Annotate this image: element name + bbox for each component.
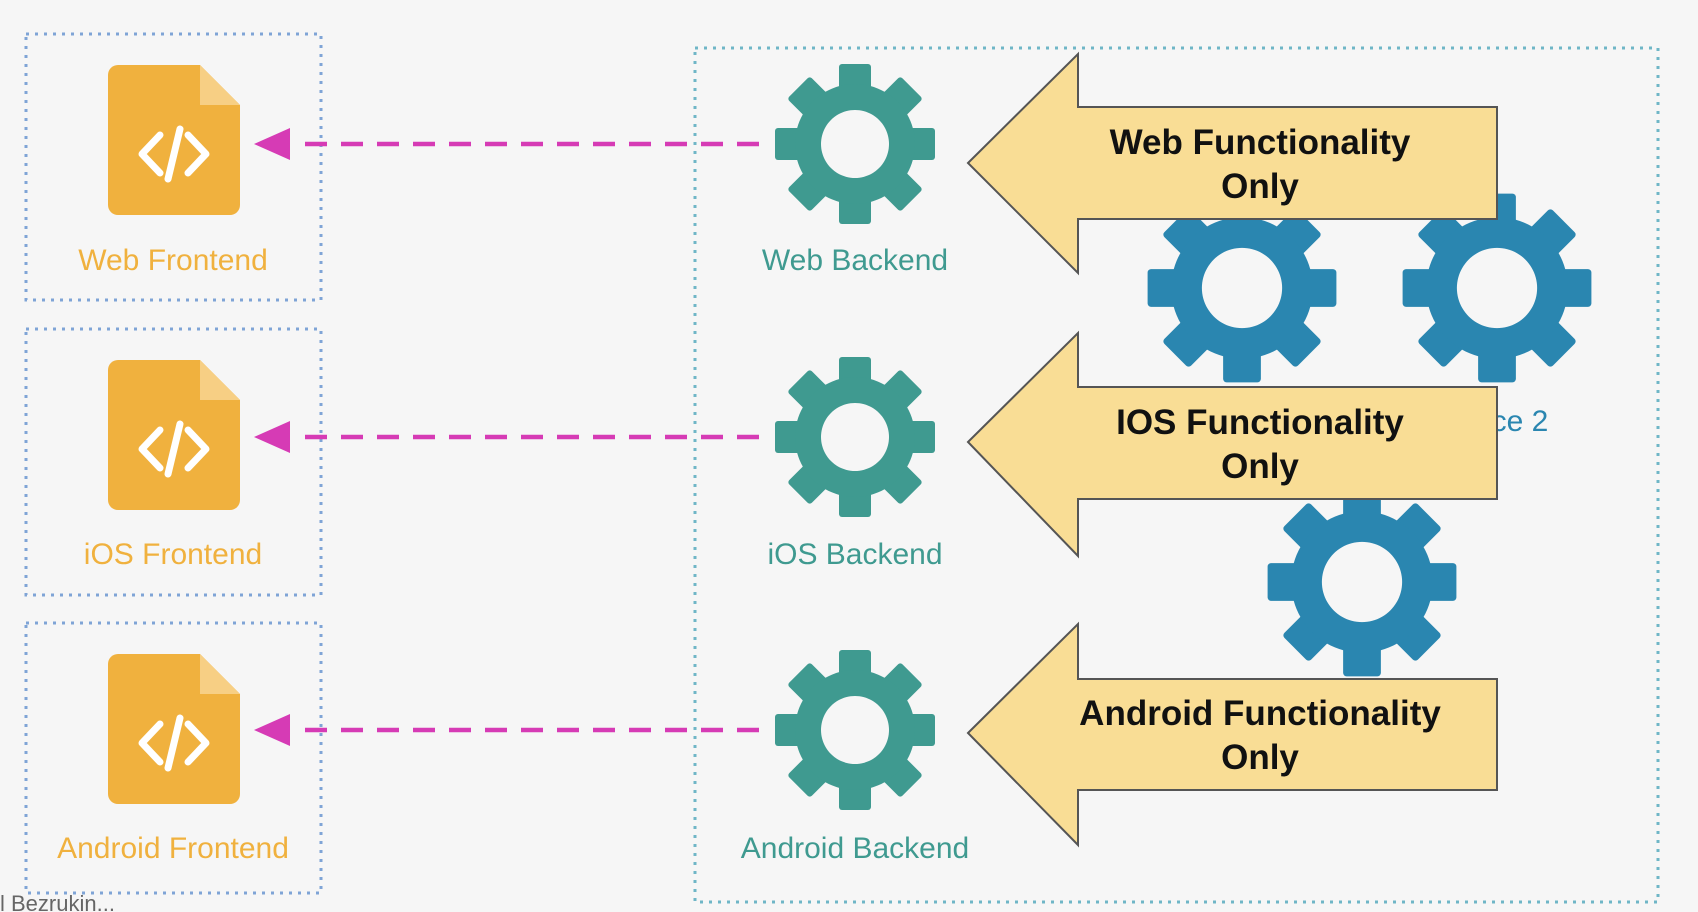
web-functionality-line1: Web Functionality — [1110, 123, 1411, 162]
android-functionality-arrow: Android Functionality Only — [966, 621, 1498, 848]
service-gear-icon — [1147, 193, 1337, 383]
web-frontend-label: Web Frontend — [78, 244, 268, 277]
ios-functionality-line2: Only — [1221, 447, 1299, 486]
android-frontend-label: Android Frontend — [57, 832, 289, 865]
web-backend-gear-icon — [775, 64, 935, 224]
android-backend-label: Android Backend — [741, 832, 970, 865]
ios-backend-gear-icon — [775, 357, 935, 517]
android-functionality-line2: Only — [1221, 738, 1299, 777]
android-frontend-box — [24, 621, 323, 895]
android-functionality-line1: Android Functionality — [1079, 694, 1441, 733]
web-functionality-line2: Only — [1221, 167, 1299, 206]
android-backend-gear-icon — [775, 650, 935, 810]
connector-android — [254, 714, 760, 746]
ios-frontend-label: iOS Frontend — [84, 538, 262, 571]
android-frontend-code-file-icon — [108, 654, 240, 804]
ios-functionality-line1: IOS Functionality — [1116, 403, 1404, 442]
web-functionality-arrow: Web Functionality Only — [966, 51, 1498, 276]
ios-backend-label: iOS Backend — [767, 538, 942, 571]
watermark-text: l Bezrukin... — [0, 891, 115, 912]
ios-frontend-code-file-icon — [108, 360, 240, 510]
ios-functionality-arrow: IOS Functionality Only — [966, 330, 1498, 559]
connector-web — [254, 128, 760, 160]
connector-ios — [254, 421, 760, 453]
web-frontend-code-file-icon — [108, 65, 240, 215]
service-gear-icon — [1267, 487, 1457, 677]
service-gear-icon — [1402, 193, 1592, 383]
backend-container — [693, 46, 1660, 904]
web-backend-label: Web Backend — [762, 244, 948, 277]
